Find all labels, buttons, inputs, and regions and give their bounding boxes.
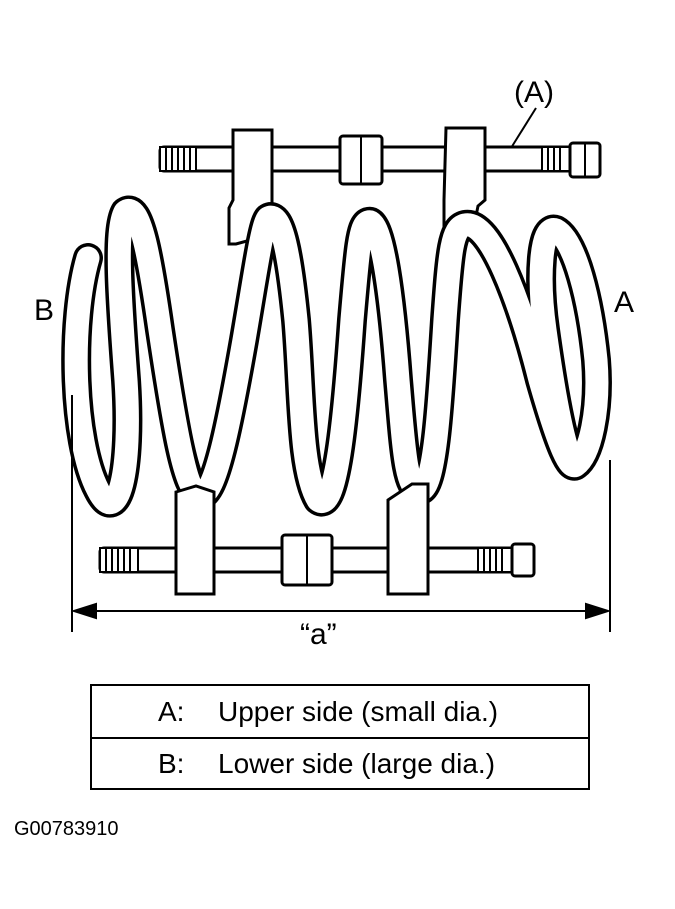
lower-left-clamp [174, 484, 216, 596]
figure-id: G00783910 [14, 818, 119, 840]
legend-key: B: [158, 748, 185, 779]
dimension-label: “a” [300, 618, 337, 651]
legend-description: Lower side (large dia.) [218, 748, 496, 779]
right-side-label: A [614, 286, 635, 319]
lower-rod-left-thread [99, 547, 139, 573]
coil-spring [61, 195, 612, 518]
left-side-label: B [34, 294, 55, 327]
dimension-a [70, 395, 612, 632]
legend-table: A: Upper side (small dia.) B: Lower side… [90, 684, 590, 790]
tool-callout-leader [510, 107, 537, 149]
dimension-right-arrow [585, 602, 612, 620]
tool-callout-label: (A) [514, 76, 554, 109]
legend-row-b: B: Lower side (large dia.) [92, 738, 588, 789]
dimension-left-arrow [70, 602, 97, 620]
lower-right-clamp [386, 482, 430, 596]
upper-compressor-tool [158, 126, 602, 246]
lower-compressor-tool [98, 482, 536, 596]
lower-hex-end [510, 542, 536, 578]
legend-description: Upper side (small dia.) [218, 696, 499, 727]
legend-row-a: A: Upper side (small dia.) [92, 686, 588, 739]
coil-spring-fill [64, 198, 609, 514]
upper-rod-left-thread [159, 146, 197, 172]
legend-key: A: [158, 696, 185, 727]
